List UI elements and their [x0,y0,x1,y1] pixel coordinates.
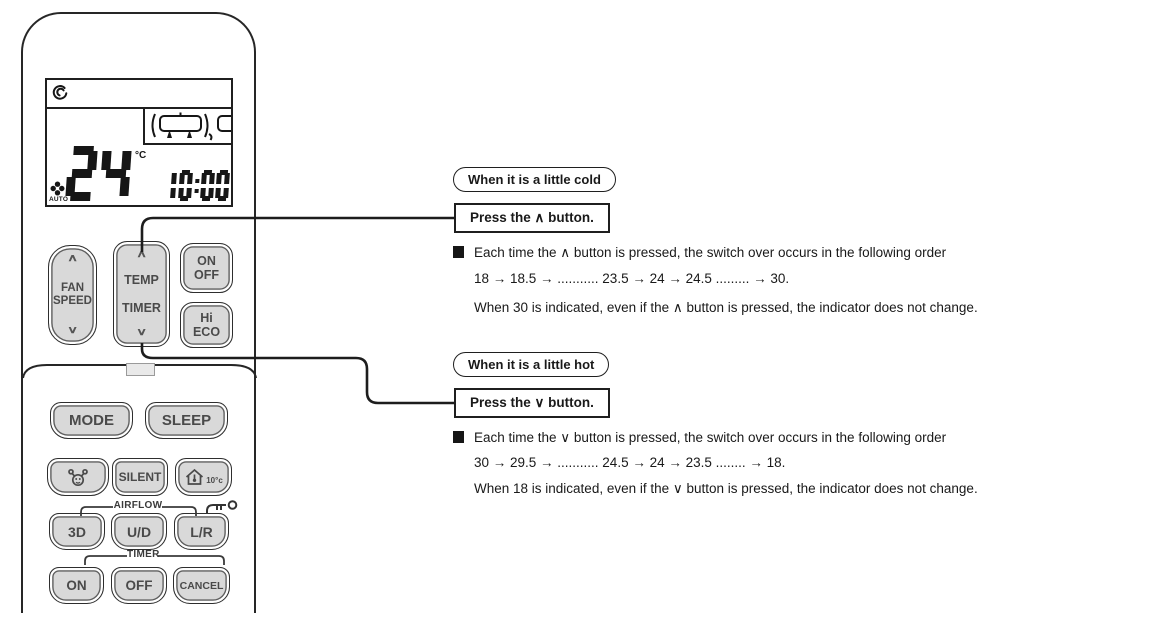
callout-hot-condition: When it is a little hot [453,352,610,377]
fan-speed-up-icon[interactable]: ∧ [66,253,78,264]
lcd-display: °C AUTO [45,78,233,207]
bullet-square-cold [453,246,464,258]
cover-latch [126,363,155,376]
heat-10c-button[interactable]: 10°c [175,458,232,496]
temp-label: TEMP [124,273,159,288]
timer-label: TIMER [122,300,161,315]
house-thermometer-icon [186,468,204,485]
airflow-group-label: AIRFLOW [113,500,163,511]
lcd-divider-line [47,107,231,109]
cold-detail-line3: When 30 is indicated, even if the ∧ butt… [474,300,978,315]
temp-timer-rocker[interactable]: ∧ TEMP TIMER ∨ [113,241,170,347]
on-off-button[interactable]: ON OFF [180,243,233,293]
hi-eco-button[interactable]: Hi ECO [180,302,233,348]
cold-detail-line1: Each time the ∧ button is pressed, the s… [474,245,947,260]
lcd-temp-unit: °C [135,150,147,161]
callout-hot-instruction: Press the ∨ button. [454,388,610,418]
heat-10c-label: 10°c [206,475,223,485]
lcd-fan-mode-label: AUTO [49,196,69,203]
clean-button[interactable] [47,458,109,496]
indoor-unit-indicator [143,107,231,145]
timer-on-button[interactable]: ON [49,567,104,604]
timer-cancel-button[interactable]: CANCEL [173,567,230,604]
temp-down-icon[interactable]: ∨ [135,326,147,338]
fan-auto-icon [50,181,65,196]
bullet-square-hot [453,431,464,443]
temp-up-icon[interactable]: ∧ [135,249,147,260]
callout-cold-condition: When it is a little cold [453,167,616,192]
lcd-temperature [65,146,132,201]
lcd-time [162,170,231,201]
mode-button[interactable]: MODE [50,402,133,439]
clean-mite-icon [68,468,88,486]
airflow-lr-button[interactable]: L/R [174,513,229,550]
timer-off-button[interactable]: OFF [111,567,167,604]
cold-detail-line2: 18 → 18.5 → ........... 23.5 → 24 → 24.5… [474,271,790,286]
auto-mode-swirl-icon [52,85,68,100]
hot-detail-line1: Each time the ∨ button is pressed, the s… [474,430,947,445]
airflow-3d-button[interactable]: 3D [49,513,105,550]
silent-button[interactable]: SILENT [112,458,168,496]
sleep-button[interactable]: SLEEP [145,402,228,439]
airflow-ud-button[interactable]: U/D [111,513,167,550]
hot-detail-line2: 30 → 29.5 → ........... 24.5 → 24 → 23.5… [474,455,786,470]
callout-cold-instruction: Press the ∧ button. [454,203,610,233]
fan-speed-down-icon[interactable]: ∨ [66,325,78,336]
hot-detail-line3: When 18 is indicated, even if the ∨ butt… [474,481,978,496]
timer-group-label: TIMER [127,549,160,560]
indoor-unit-icon [151,112,231,141]
